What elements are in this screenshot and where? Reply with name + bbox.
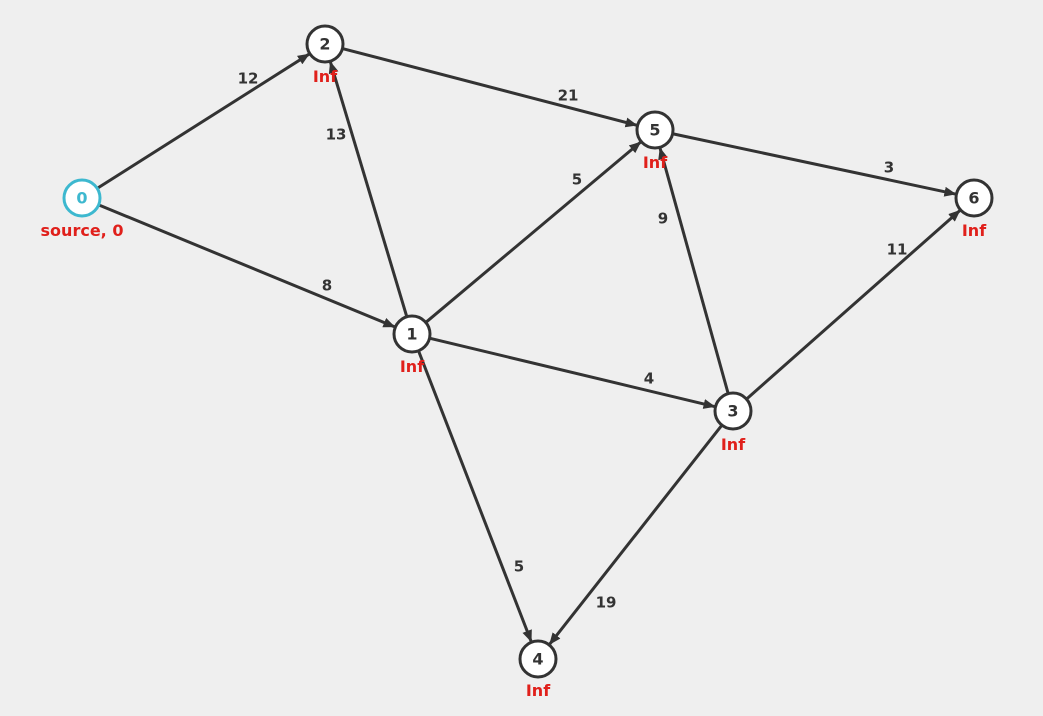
edge-1-to-2: [328, 61, 409, 318]
edge-1-to-4: [417, 350, 533, 643]
edge-0-to-1: [98, 203, 396, 329]
edge-1-to-3: [429, 336, 716, 409]
node-id-label-4: 4: [532, 650, 543, 669]
node-id-label-0: 0: [76, 189, 87, 208]
node-id-label-1: 1: [406, 325, 417, 344]
node-circle-3[interactable]: [713, 391, 753, 431]
edge-weight-5-6: 3: [884, 159, 894, 177]
edge-3-to-6: [745, 209, 961, 401]
node-4[interactable]: 4: [518, 639, 558, 679]
node-distance-label-2: Inf: [313, 67, 338, 86]
node-circle-5[interactable]: [635, 110, 675, 150]
node-distance-label-5: Inf: [643, 153, 668, 172]
node-2[interactable]: 2: [305, 24, 345, 64]
edge-weight-1-3: 4: [644, 370, 654, 388]
edge-1-to-5: [424, 141, 642, 324]
node-circle-1[interactable]: [392, 314, 432, 354]
edge-weight-1-4: 5: [514, 558, 524, 576]
node-circle-0[interactable]: [62, 178, 102, 218]
edge-0-to-2: [96, 52, 310, 190]
node-id-label-3: 3: [727, 402, 738, 421]
edge-3-to-5: [658, 147, 730, 395]
edge-weight-3-4: 19: [596, 594, 617, 612]
node-id-label-2: 2: [319, 35, 330, 54]
node-distance-label-0: source, 0: [41, 221, 124, 240]
node-distance-label-1: Inf: [400, 357, 425, 376]
edge-weight-3-6: 11: [887, 241, 908, 259]
edge-weight-3-5: 9: [658, 210, 668, 228]
edge-weight-1-2: 13: [326, 126, 347, 144]
edge-weight-0-2: 12: [238, 70, 259, 88]
edge-weight-1-5: 5: [572, 171, 582, 189]
node-0[interactable]: 0: [62, 178, 102, 218]
edge-weight-2-5: 21: [558, 87, 579, 105]
node-3[interactable]: 3: [713, 391, 753, 431]
node-1[interactable]: 1: [392, 314, 432, 354]
edge-3-to-4: [548, 424, 724, 645]
node-id-label-6: 6: [968, 189, 979, 208]
node-distance-label-6: Inf: [962, 221, 987, 240]
node-circle-4[interactable]: [518, 639, 558, 679]
node-5[interactable]: 5: [635, 110, 675, 150]
node-distance-label-3: Inf: [721, 435, 746, 454]
node-circle-6[interactable]: [954, 178, 994, 218]
node-circle-2[interactable]: [305, 24, 345, 64]
node-6[interactable]: 6: [954, 178, 994, 218]
edge-5-to-6: [672, 132, 957, 197]
edge-weight-0-1: 8: [322, 277, 332, 295]
edges-layer: [96, 47, 961, 645]
edge-2-to-5: [342, 47, 638, 128]
node-distance-label-4: Inf: [526, 681, 551, 700]
node-id-label-5: 5: [649, 121, 660, 140]
